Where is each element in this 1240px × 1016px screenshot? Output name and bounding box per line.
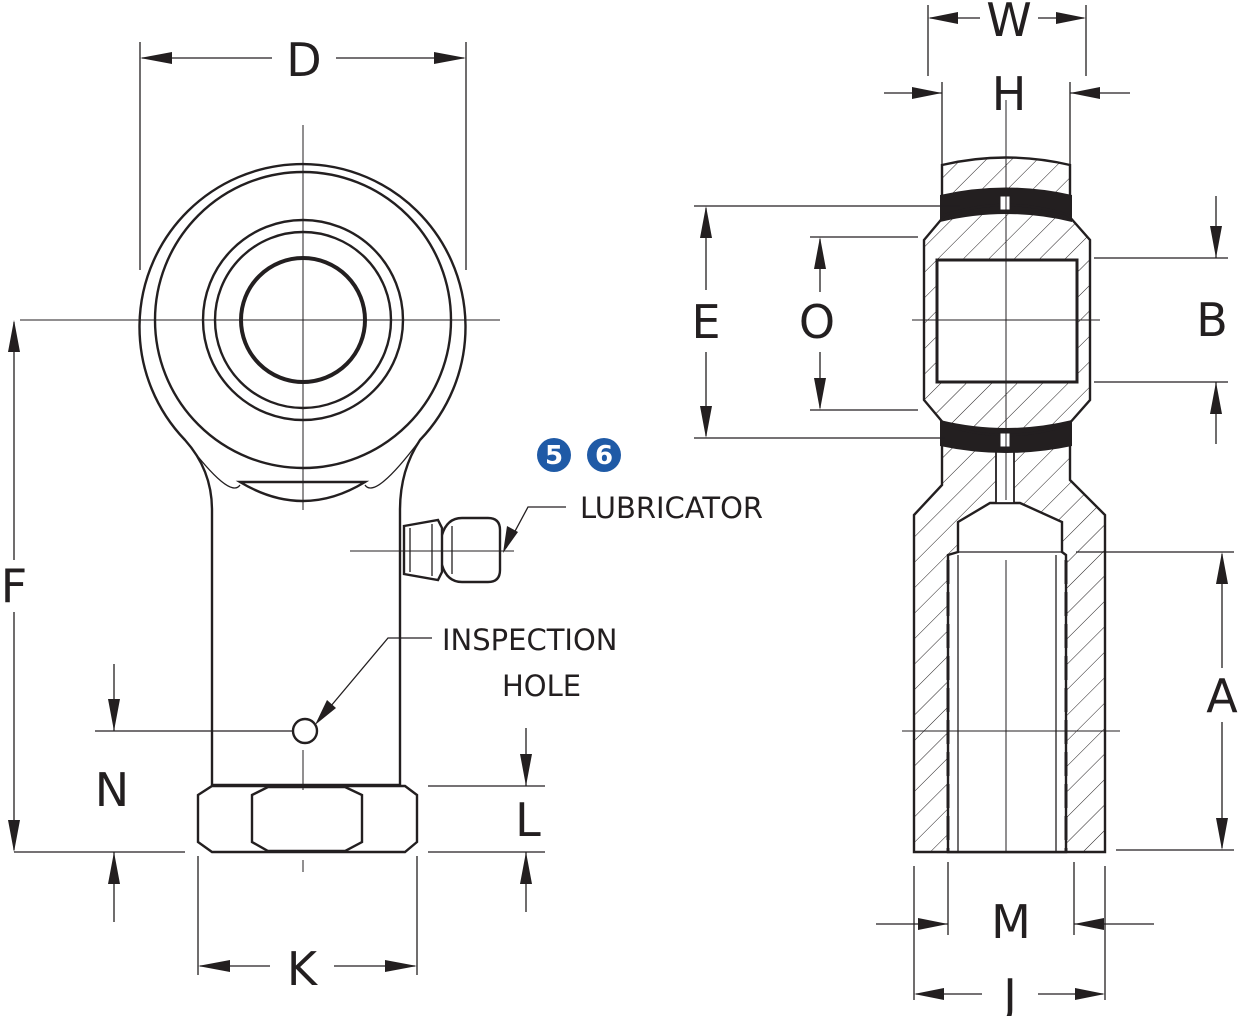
svg-text:6: 6 [595,441,613,471]
dim-label-k: K [287,942,319,996]
dim-label-o: O [799,295,835,349]
dim-label-a: A [1206,669,1238,723]
lubricator-callout: 5 6 LUBRICATOR [503,438,763,553]
dim-label-e: E [691,295,720,349]
dim-label-b: B [1196,293,1228,347]
threaded-bore [946,501,1068,854]
head-outline [138,162,467,787]
dim-label-f: F [1,559,27,613]
dim-label-w: W [986,0,1031,47]
dim-label-n: N [95,763,129,817]
hex-nut [196,784,419,854]
ball-bore-section [935,258,1079,384]
dim-label-m: M [991,895,1031,949]
dim-label-l: L [515,793,541,847]
lubricator-label: LUBRICATOR [580,491,763,525]
lubricator-fitting [402,516,502,584]
neck-fillet-line [364,439,421,489]
dim-label-d: D [286,33,321,87]
ball-crescent [235,480,370,503]
badge-5 [537,438,571,472]
inspection-label-line2: HOLE [502,669,581,703]
front-view: D F N K L 5 6 [1,33,763,996]
neck-fillet-line [184,439,241,489]
dim-label-j: J [1000,969,1017,1016]
hex-nut-face [250,785,364,853]
inspection-hole [291,717,319,745]
dim-label-h: H [992,67,1027,121]
svg-text:5: 5 [545,441,563,471]
inspection-callout: INSPECTION HOLE [315,623,618,725]
badge-6 [587,438,621,472]
section-view: W H E O B [691,0,1238,1016]
lube-channel [995,449,1015,504]
inspection-label-line1: INSPECTION [442,623,618,657]
